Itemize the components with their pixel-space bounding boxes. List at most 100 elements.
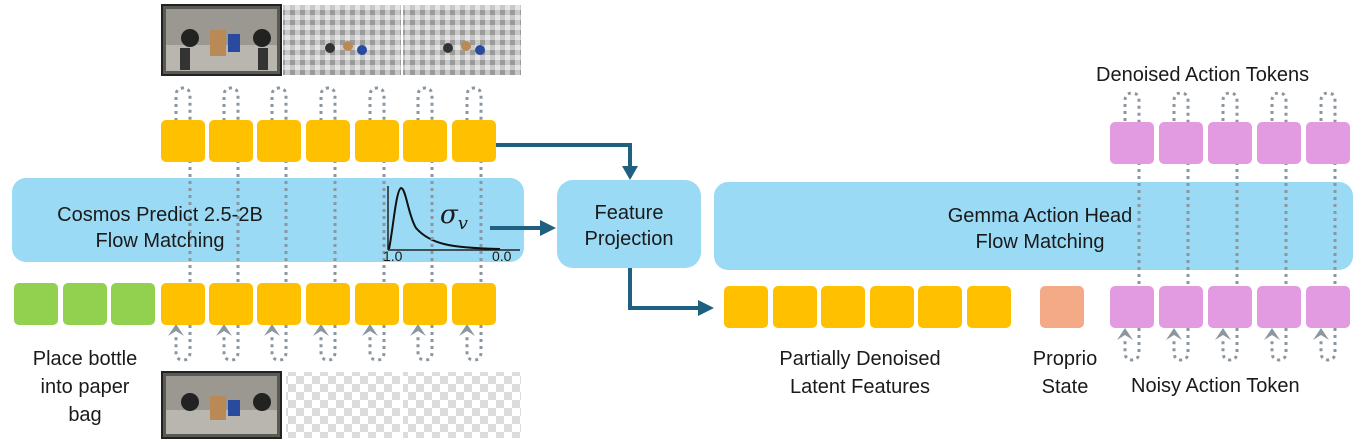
bottom-latent-token-4: [306, 283, 350, 325]
action-bottom-arrowhead-5: [1313, 328, 1329, 340]
action-top-dotted-loop-3: [1221, 91, 1239, 128]
flow-arrows: [490, 143, 714, 316]
partial-latent-token-2: [773, 286, 817, 328]
action-bottom-dotted-loop-4: [1270, 328, 1288, 362]
bottom-loop-arrowhead-1: [168, 324, 184, 336]
top-dotted-loop-7: [465, 86, 483, 128]
dotted-loop-arrows: [168, 86, 1337, 362]
text-token-3: [111, 283, 155, 325]
cosmos-title: Cosmos Predict 2.5-2B Flow Matching: [30, 202, 290, 254]
instruction-text: Place bottle into paper bag: [10, 345, 160, 429]
bottom-loop-arrowhead-4: [313, 324, 329, 336]
denoised-action-token-4: [1257, 122, 1301, 164]
gemma-title: Gemma Action Head Flow Matching: [880, 203, 1200, 255]
arrow-projection-to-partial-latents: [628, 268, 700, 310]
top-dotted-loop-3: [270, 86, 288, 128]
arrow-head-top: [622, 166, 638, 180]
action-bottom-arrowhead-1: [1117, 328, 1133, 340]
action-bottom-dotted-loop-5: [1319, 328, 1337, 362]
top-dotted-loop-6: [416, 86, 434, 128]
proprio-line2: State: [1041, 376, 1089, 398]
denoised-action-token-1: [1110, 122, 1154, 164]
sigma-symbol: σ: [440, 200, 458, 230]
action-bottom-dotted-loop-2: [1172, 328, 1190, 362]
bottom-latent-token-3: [257, 283, 301, 325]
partial-latent-token-4: [870, 286, 914, 328]
top-latent-token-1: [161, 120, 205, 162]
bottom-loop-arrowhead-6: [410, 324, 426, 336]
bottom-dotted-loop-6: [416, 325, 434, 362]
gemma-line1: Gemma Action Head: [947, 205, 1133, 227]
arrow-head-bottom: [698, 300, 714, 316]
top-latent-token-6: [403, 120, 447, 162]
bottom-dotted-loop-3: [270, 325, 288, 362]
text-token-2: [63, 283, 107, 325]
partial-latent-token-3: [821, 286, 865, 328]
partial-latent-token-1: [724, 286, 768, 328]
instruction-line2: into paper: [40, 376, 130, 398]
proprio-state-label: Proprio State: [1015, 345, 1115, 401]
sigma-axis-left-label: 1.0: [383, 248, 403, 264]
top-noisy-frame-image-2: [403, 5, 521, 75]
bottom-dotted-loop-7: [465, 325, 483, 362]
top-frames: [161, 4, 521, 76]
noisy-action-token-3: [1208, 286, 1252, 328]
instruction-line3: bag: [68, 404, 102, 426]
bottom-frames: [161, 371, 521, 439]
bottom-robot-scene-image: [161, 371, 282, 439]
top-latent-token-5: [355, 120, 399, 162]
action-top-dotted-loop-5: [1319, 91, 1337, 128]
noisy-action-token-2: [1159, 286, 1203, 328]
noisy-action-token-1: [1110, 286, 1154, 328]
bottom-loop-arrowhead-5: [362, 324, 378, 336]
proprio-line1: Proprio: [1032, 348, 1098, 370]
projection-line2: Projection: [584, 228, 674, 250]
partial-latent-token-6: [967, 286, 1011, 328]
bottom-masked-frame-image-2: [403, 372, 521, 438]
bottom-latent-token-1: [161, 283, 205, 325]
bottom-dotted-loop-4: [319, 325, 337, 362]
action-top-dotted-loop-2: [1172, 91, 1190, 128]
action-bottom-arrowhead-2: [1166, 328, 1182, 340]
action-top-dotted-loop-4: [1270, 91, 1288, 128]
action-bottom-dotted-loop-3: [1221, 328, 1239, 362]
bottom-loop-arrowhead-2: [216, 324, 232, 336]
noisy-action-token-4: [1257, 286, 1301, 328]
top-dotted-loop-4: [319, 86, 337, 128]
top-dotted-loop-2: [222, 86, 240, 128]
top-noisy-frame-image-1: [283, 5, 401, 75]
bottom-dotted-loop-2: [222, 325, 240, 362]
top-latent-token-2: [209, 120, 253, 162]
partial-latent-features-label: Partially Denoised Latent Features: [740, 345, 980, 401]
noisy-action-token-label: Noisy Action Token: [1131, 375, 1300, 397]
projection-block: [557, 180, 701, 268]
cosmos-line1: Cosmos Predict 2.5-2B: [57, 204, 263, 226]
text-token-1: [14, 283, 58, 325]
cosmos-line2: Flow Matching: [95, 230, 225, 252]
gemma-block: [714, 182, 1353, 270]
partial-line2: Latent Features: [789, 376, 931, 398]
top-robot-scene-image: [161, 4, 282, 76]
partial-latent-token-5: [918, 286, 962, 328]
bottom-latent-token-2: [209, 283, 253, 325]
bottom-loop-arrowhead-3: [264, 324, 280, 336]
sigma-axis-right-label: 0.0: [492, 248, 512, 264]
denoised-action-token-5: [1306, 122, 1350, 164]
bottom-masked-frame-image-1: [286, 372, 400, 438]
bottom-dotted-loop-1: [174, 325, 192, 362]
noisy-action-token-5: [1306, 286, 1350, 328]
bottom-latent-token-6: [403, 283, 447, 325]
sigma-subscript: v: [457, 213, 468, 235]
sigma-label: σv: [440, 200, 468, 239]
instruction-line1: Place bottle: [32, 348, 138, 370]
arrow-top-tokens-to-projection: [496, 143, 632, 168]
top-dotted-loop-5: [368, 86, 386, 128]
denoised-action-token-2: [1159, 122, 1203, 164]
projection-line1: Feature: [594, 202, 664, 224]
partial-line1: Partially Denoised: [779, 348, 941, 370]
denoised-action-token-3: [1208, 122, 1252, 164]
action-bottom-dotted-loop-1: [1123, 328, 1141, 362]
proprio-token: [1040, 286, 1084, 328]
top-latent-token-4: [306, 120, 350, 162]
